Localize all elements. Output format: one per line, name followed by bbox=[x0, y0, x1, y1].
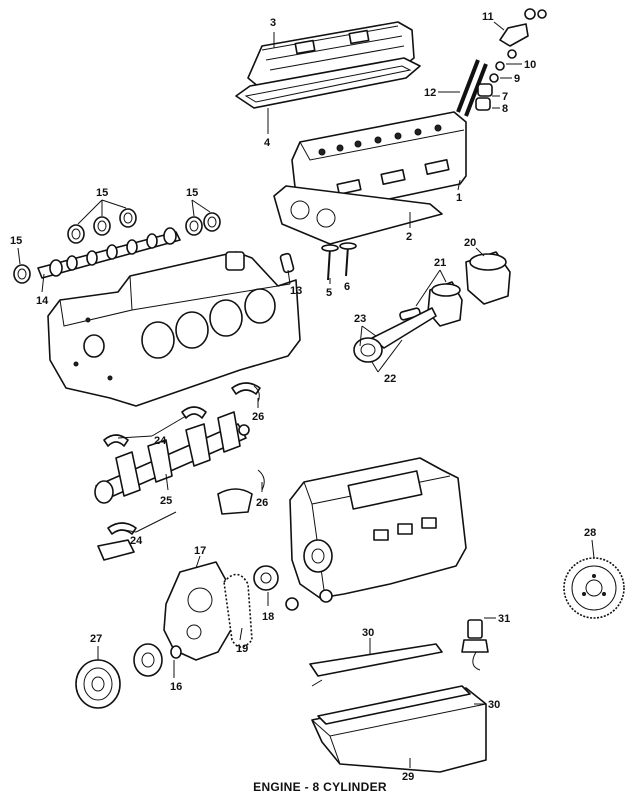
rocker-arm[interactable] bbox=[499, 8, 547, 59]
callout-3: 3 bbox=[270, 17, 276, 29]
callout-14: 14 bbox=[36, 295, 49, 307]
callout-21: 21 bbox=[434, 257, 446, 269]
callout-19: 19 bbox=[236, 643, 248, 655]
callout-26b: 26 bbox=[256, 497, 268, 509]
callout-24b: 24 bbox=[130, 535, 143, 547]
callout-6: 6 bbox=[344, 281, 350, 293]
pistons[interactable] bbox=[427, 251, 511, 327]
callout-23: 23 bbox=[354, 313, 366, 325]
balancer-pulley[interactable] bbox=[75, 659, 121, 709]
callout-1: 1 bbox=[456, 192, 462, 204]
callout-31: 31 bbox=[498, 613, 510, 625]
callout-7: 7 bbox=[502, 91, 508, 103]
oil-pump[interactable] bbox=[461, 619, 489, 671]
callout-5: 5 bbox=[326, 287, 332, 299]
callout-2: 2 bbox=[406, 231, 412, 243]
callout-8: 8 bbox=[502, 103, 508, 115]
callout-15c: 15 bbox=[10, 235, 22, 247]
callout-10: 10 bbox=[524, 59, 536, 71]
cylinder-head[interactable] bbox=[291, 111, 467, 215]
callout-17: 17 bbox=[194, 545, 206, 557]
long-block-assembly[interactable] bbox=[289, 457, 467, 603]
valve-cover-gasket[interactable] bbox=[235, 57, 421, 109]
pushrods[interactable] bbox=[456, 59, 488, 117]
callout-20: 20 bbox=[464, 237, 476, 249]
main-bearings-lower[interactable] bbox=[97, 469, 265, 561]
oil-pan[interactable] bbox=[311, 685, 487, 773]
timing-chain[interactable] bbox=[223, 573, 253, 648]
callout-30b: 30 bbox=[488, 699, 500, 711]
connecting-rod[interactable] bbox=[353, 307, 437, 363]
cam-bearings[interactable] bbox=[13, 208, 221, 284]
callout-24a: 24 bbox=[154, 435, 167, 447]
callout-28: 28 bbox=[584, 527, 596, 539]
callout-29: 29 bbox=[402, 771, 414, 783]
callout-12: 12 bbox=[424, 87, 436, 99]
camshaft[interactable] bbox=[37, 227, 181, 279]
valve-lifter[interactable] bbox=[279, 252, 295, 274]
callout-16: 16 bbox=[170, 681, 182, 693]
callout-15b: 15 bbox=[186, 187, 198, 199]
engine-block[interactable] bbox=[47, 251, 301, 407]
head-gasket[interactable] bbox=[273, 185, 443, 245]
timing-cover[interactable] bbox=[163, 561, 233, 661]
callout-27: 27 bbox=[90, 633, 102, 645]
main-bearings-upper[interactable] bbox=[103, 382, 261, 447]
valves[interactable] bbox=[321, 242, 357, 281]
crank-pulley[interactable] bbox=[133, 643, 182, 677]
timing-gear[interactable] bbox=[253, 565, 299, 611]
crankshaft[interactable] bbox=[94, 411, 250, 504]
callout-18: 18 bbox=[262, 611, 274, 623]
callout-25: 25 bbox=[160, 495, 172, 507]
callouts: 1 2 3 4 5 6 7 8 9 10 11 12 13 14 15 15 1… bbox=[10, 11, 596, 783]
flywheel[interactable] bbox=[563, 557, 625, 619]
rocker-ball-nut-spring[interactable] bbox=[475, 61, 505, 111]
oil-pan-gasket[interactable] bbox=[309, 643, 443, 687]
callout-9: 9 bbox=[514, 73, 520, 85]
callout-30a: 30 bbox=[362, 627, 374, 639]
callout-22: 22 bbox=[384, 373, 396, 385]
callout-13: 13 bbox=[290, 285, 302, 297]
callout-4: 4 bbox=[264, 137, 271, 149]
callout-26a: 26 bbox=[252, 411, 264, 423]
callout-15a: 15 bbox=[96, 187, 108, 199]
diagram-caption: ENGINE - 8 CYLINDER bbox=[253, 780, 387, 794]
callout-11: 11 bbox=[482, 11, 494, 23]
